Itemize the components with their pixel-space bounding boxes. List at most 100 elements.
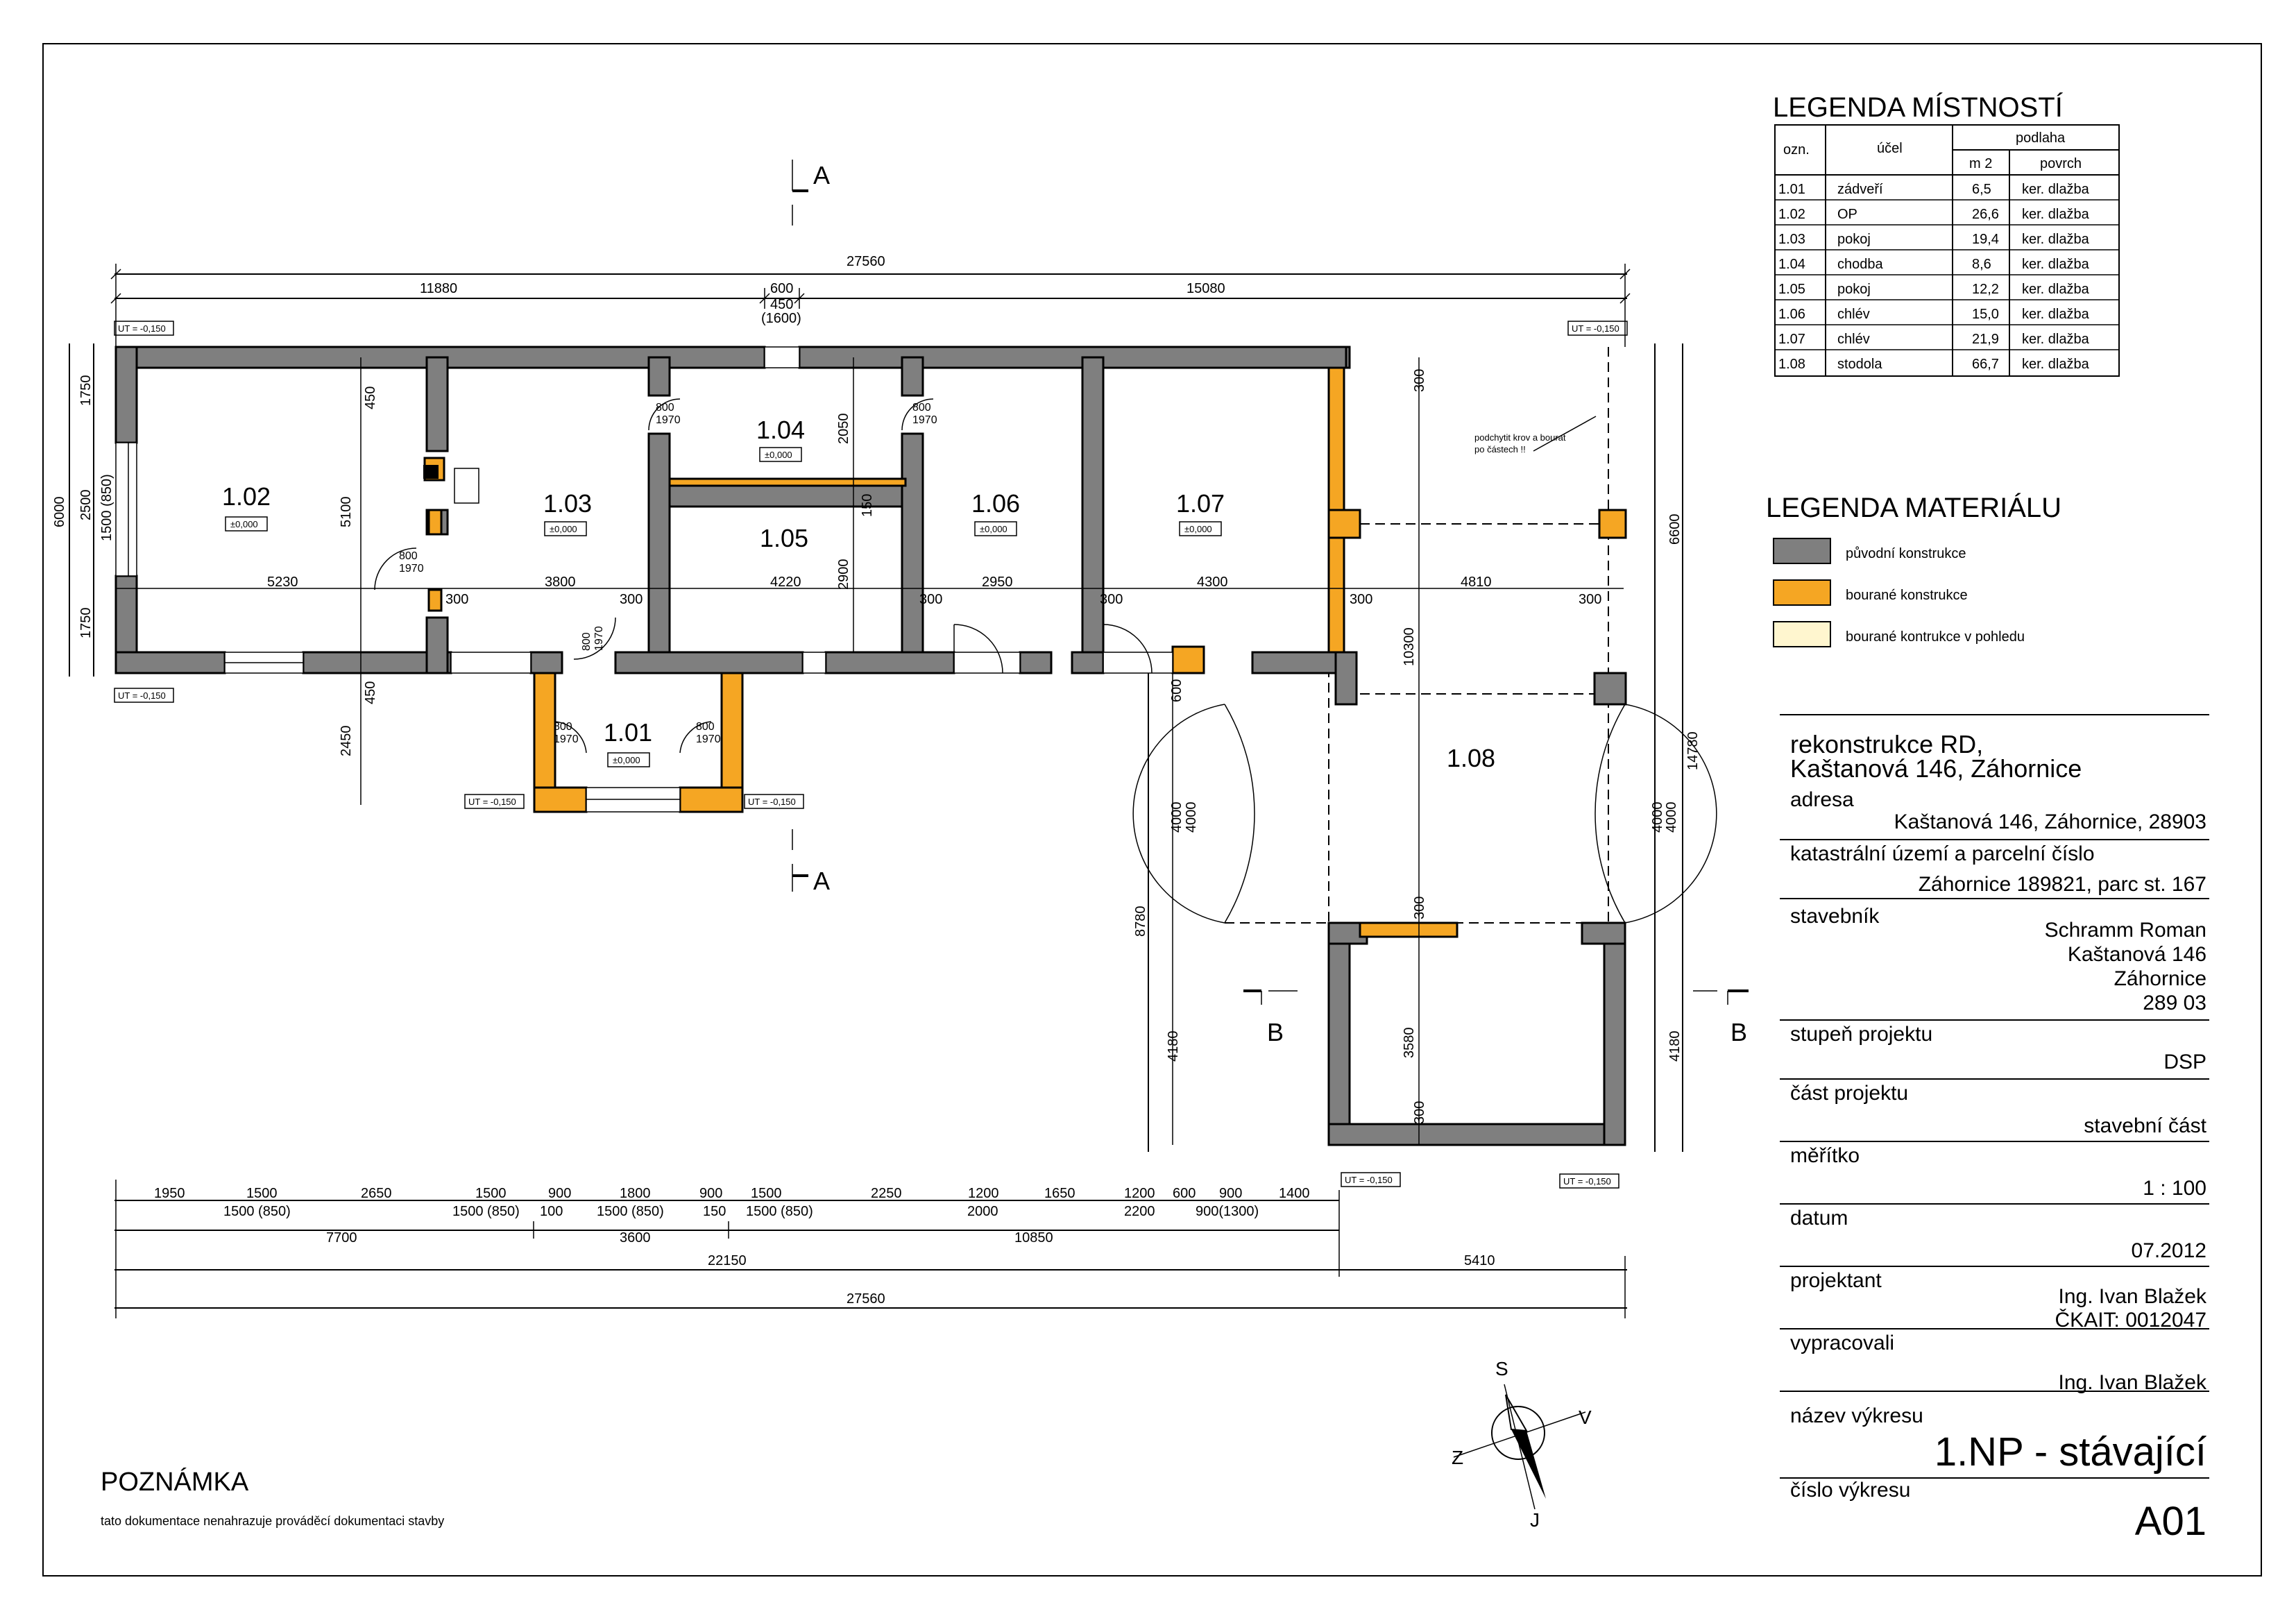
dim-bottom: 1800 bbox=[620, 1186, 651, 1201]
dim-bottom: 1400 bbox=[1279, 1186, 1310, 1201]
project-line2: Kaštanová 146, Záhornice bbox=[1790, 754, 2082, 783]
terrain-level: UT = -0,150 bbox=[748, 797, 796, 807]
dim-right: 14780 bbox=[1685, 731, 1701, 770]
dim-left: 1750 bbox=[78, 375, 94, 407]
section-b-left: B bbox=[1243, 989, 1298, 1046]
room-label: 1.04 bbox=[756, 416, 805, 444]
legend-row-surface: ker. dlažba bbox=[2022, 332, 2090, 347]
dim-inner: 300 bbox=[1100, 592, 1123, 607]
legend-row-code: 1.03 bbox=[1778, 232, 1805, 247]
legend-row-area: 19,4 bbox=[1972, 232, 1999, 247]
legend-header-code: ozn. bbox=[1783, 142, 1810, 158]
stage-value: DSP bbox=[2163, 1051, 2206, 1073]
legend-row-purpose: stodola bbox=[1837, 357, 1882, 372]
dim-bottom: 2200 bbox=[1124, 1204, 1155, 1219]
material-label-demolished-view: bourané kontrukce v pohledu bbox=[1846, 629, 2025, 645]
legend-row-surface: ker. dlažba bbox=[2022, 307, 2090, 322]
material-swatch-original bbox=[1773, 538, 1831, 564]
dim-top: (1600) bbox=[761, 311, 801, 326]
prepared-label: vypracovali bbox=[1790, 1332, 1894, 1354]
dim-inner: 300 bbox=[1350, 592, 1372, 607]
dim-bottom: 5410 bbox=[1464, 1253, 1495, 1268]
dim-inner: 5230 bbox=[267, 575, 298, 590]
door-5-h: 1970 bbox=[696, 733, 721, 745]
dim-bottom: 1950 bbox=[154, 1186, 185, 1201]
dim-v: 2450 bbox=[339, 726, 354, 757]
legend-row-purpose: chlév bbox=[1837, 307, 1870, 322]
prepared-value: Ing. Ivan Blažek bbox=[2059, 1371, 2207, 1394]
dim-bottom: 1500 (850) bbox=[452, 1204, 520, 1219]
legend-row-area: 15,0 bbox=[1972, 307, 1999, 322]
dim-bottom: 900 bbox=[1219, 1186, 1242, 1201]
drawing-name-value: 1.NP - stávající bbox=[1934, 1429, 2206, 1475]
dim-v: 4000 bbox=[1184, 802, 1199, 833]
legend-row-area: 26,6 bbox=[1972, 207, 1999, 222]
legend-row-purpose: chodba bbox=[1837, 257, 1883, 272]
dim-v: 10300 bbox=[1402, 627, 1417, 666]
legend-row-surface: ker. dlažba bbox=[2022, 207, 2090, 222]
dim-v: 300 bbox=[1412, 897, 1427, 919]
compass-icon: S J V Z bbox=[1452, 1358, 1592, 1531]
door-1-w: 800 bbox=[656, 402, 674, 414]
legend-row-surface: ker. dlažba bbox=[2022, 357, 2090, 372]
dim-bottom: 900 bbox=[699, 1186, 722, 1201]
door-6-h: 1970 bbox=[593, 626, 605, 651]
dim-inner: 300 bbox=[445, 592, 468, 607]
builder-line1: Schramm Roman bbox=[2045, 919, 2206, 942]
room-level: ±0,000 bbox=[980, 524, 1007, 534]
dim-bottom: 1500 bbox=[475, 1186, 507, 1201]
stage-label: stupeň projektu bbox=[1790, 1023, 1932, 1046]
designer-line1: Ing. Ivan Blažek bbox=[2059, 1285, 2207, 1308]
dim-right: 8780 bbox=[1133, 906, 1148, 937]
dim-bottom: 2650 bbox=[361, 1186, 392, 1201]
dim-bottom: 600 bbox=[1173, 1186, 1196, 1201]
dim-left: 1750 bbox=[78, 608, 94, 639]
dim-right: 6600 bbox=[1667, 514, 1683, 545]
legend-row-purpose: zádveří bbox=[1837, 182, 1883, 197]
dim-right: 4180 bbox=[1667, 1031, 1683, 1062]
project-line1: rekonstrukce RD, bbox=[1790, 730, 1983, 758]
designer-label: projektant bbox=[1790, 1269, 1882, 1292]
dim-top: 15080 bbox=[1187, 281, 1225, 296]
room-label: 1.03 bbox=[543, 489, 592, 518]
compass-w: Z bbox=[1452, 1447, 1463, 1468]
dim-v: 2900 bbox=[836, 559, 851, 590]
room-level: ±0,000 bbox=[1184, 524, 1212, 534]
legend-row-code: 1.04 bbox=[1778, 257, 1805, 272]
builder-line2: Kaštanová 146 bbox=[2068, 943, 2206, 966]
legend-row-purpose: pokoj bbox=[1837, 232, 1871, 247]
dim-right: 4180 bbox=[1166, 1031, 1181, 1062]
terrain-level: UT = -0,150 bbox=[1563, 1176, 1611, 1187]
section-a-top: A bbox=[792, 160, 830, 226]
title-block: rekonstrukce RD, Kaštanová 146, Záhornic… bbox=[1780, 714, 2209, 1544]
dim-bottom: 100 bbox=[540, 1204, 563, 1219]
legend-row-purpose: pokoj bbox=[1837, 282, 1871, 297]
plan-note-line2: po částech !! bbox=[1474, 444, 1526, 454]
dim-left: 2500 bbox=[78, 490, 94, 521]
dim-bottom: 1200 bbox=[1124, 1186, 1155, 1201]
legend-row-surface: ker. dlažba bbox=[2022, 282, 2090, 297]
door-5-w: 800 bbox=[696, 721, 715, 733]
material-label-original: původní konstrukce bbox=[1846, 546, 1966, 561]
section-a-label: A bbox=[813, 161, 830, 189]
dim-inner: 4220 bbox=[770, 575, 801, 590]
note-text: tato dokumentace nenahrazuje prováděcí d… bbox=[101, 1514, 444, 1528]
room-label: 1.08 bbox=[1447, 744, 1495, 772]
room-level: ±0,000 bbox=[765, 450, 792, 460]
dim-bottom: 1500 bbox=[751, 1186, 782, 1201]
terrain-level: UT = -0,150 bbox=[118, 323, 166, 334]
legend-row-area: 6,5 bbox=[1972, 182, 1991, 197]
dim-top: 450 bbox=[770, 297, 793, 312]
room-level: ±0,000 bbox=[230, 519, 258, 529]
terrain-level: UT = -0,150 bbox=[468, 797, 516, 807]
legend-header-surface: povrch bbox=[2040, 156, 2082, 171]
door-4-w: 800 bbox=[554, 721, 572, 733]
dim-v: 300 bbox=[1412, 1101, 1427, 1124]
door-2-h: 1970 bbox=[912, 414, 937, 426]
dim-left: 1500 (850) bbox=[99, 474, 114, 541]
builder-line3: Záhornice bbox=[2114, 967, 2206, 990]
dim-bottom: 1500 (850) bbox=[597, 1204, 664, 1219]
dim-v: 4000 bbox=[1650, 802, 1665, 833]
section-b-label: B bbox=[1730, 1018, 1747, 1046]
stove-icon bbox=[423, 465, 439, 479]
